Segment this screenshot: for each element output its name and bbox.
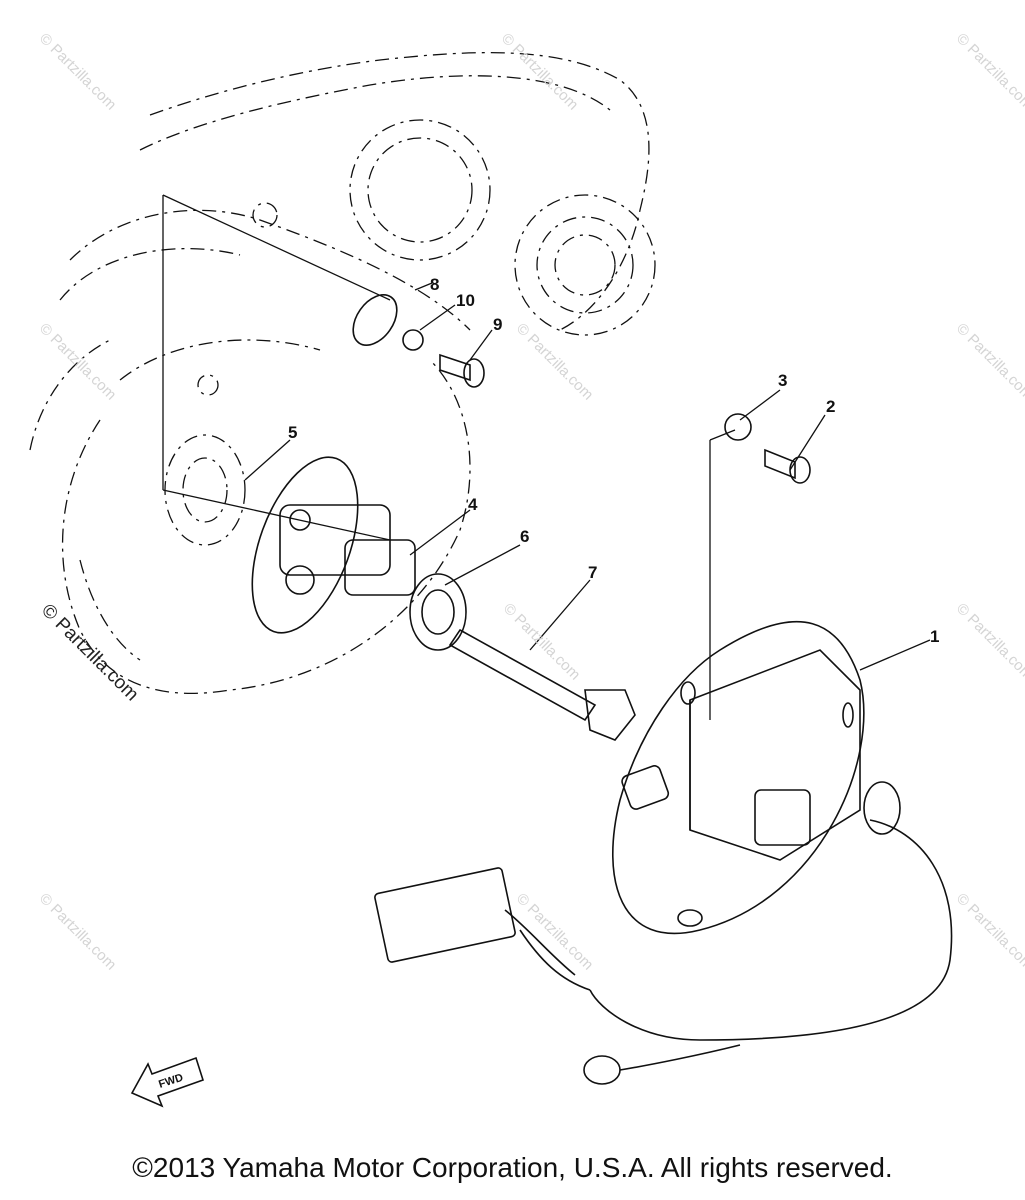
part-label-6: 6	[520, 527, 529, 546]
part-label-5: 5	[288, 423, 297, 442]
cam-nut	[409, 573, 467, 651]
copyright-notice: ©2013 Yamaha Motor Corporation, U.S.A. A…	[132, 1152, 893, 1183]
part-labels: 1 2 3 4 5 6 7 8 9 10	[288, 275, 939, 646]
part-label-7: 7	[588, 563, 597, 582]
part-label-4: 4	[468, 495, 478, 514]
part-label-10: 10	[456, 291, 475, 310]
engine-case-outline	[29, 52, 656, 695]
fwd-arrow: FWD	[130, 1056, 204, 1108]
pickup-plate	[251, 456, 416, 634]
stator-plate	[612, 620, 865, 935]
wire-harness	[374, 781, 953, 1085]
small-hardware	[352, 294, 811, 484]
part-label-8: 8	[430, 275, 439, 294]
part-label-3: 3	[778, 371, 787, 390]
part-label-2: 2	[826, 397, 835, 416]
part-label-9: 9	[493, 315, 502, 334]
long-bolt	[448, 628, 636, 741]
leader-lines	[162, 194, 931, 720]
part-label-1: 1	[930, 627, 939, 646]
